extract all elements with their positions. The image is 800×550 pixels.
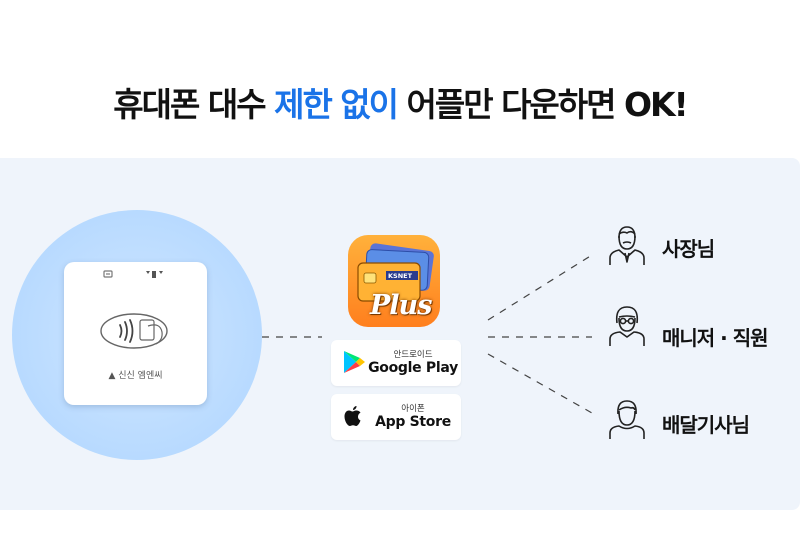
reader-brand-label: ▲ 신신 엠엔씨 xyxy=(64,368,207,381)
card-reader-device: ▲ 신신 엠엔씨 xyxy=(64,262,207,405)
user-label-driver: 배달기사님 xyxy=(662,413,750,437)
app-to-driver-line xyxy=(487,353,593,414)
app-store-small-label: 아이폰 xyxy=(401,404,425,414)
headline-highlight: 제한 없이 xyxy=(274,85,399,124)
driver-icon xyxy=(609,400,645,439)
home-icon: ▲ xyxy=(108,371,116,381)
card-reader-graphic xyxy=(100,270,168,349)
user-label-manager: 매니저 · 직원 xyxy=(662,326,769,350)
card-brand-text: KSNET xyxy=(388,272,413,280)
apple-icon xyxy=(344,406,361,426)
app-to-boss-line xyxy=(487,254,593,321)
manager-icon xyxy=(609,306,645,346)
reader-brand-text: 신신 엠엔씨 xyxy=(118,371,163,381)
headline-part1: 휴대폰 대수 xyxy=(113,85,275,124)
app-plus-label: Plus xyxy=(370,290,432,321)
boss-icon xyxy=(609,226,645,265)
card-stack-graphic xyxy=(357,243,434,302)
ksnet-plus-app-icon[interactable]: KSNET Plus xyxy=(348,235,440,327)
google-play-label: Google Play xyxy=(368,360,458,376)
app-store-button[interactable]: 아이폰 App Store xyxy=(331,394,461,440)
user-label-boss: 사장님 xyxy=(662,237,715,261)
app-store-label: App Store xyxy=(375,414,451,430)
headline: 휴대폰 대수 제한 없이 어플만 다운하면 OK! xyxy=(0,78,800,126)
google-play-icon xyxy=(344,351,365,373)
headline-part2: 어플만 다운하면 OK! xyxy=(397,85,689,124)
google-play-button[interactable]: 안드로이드 Google Play xyxy=(331,340,461,386)
google-play-small-label: 안드로이드 xyxy=(393,350,433,360)
